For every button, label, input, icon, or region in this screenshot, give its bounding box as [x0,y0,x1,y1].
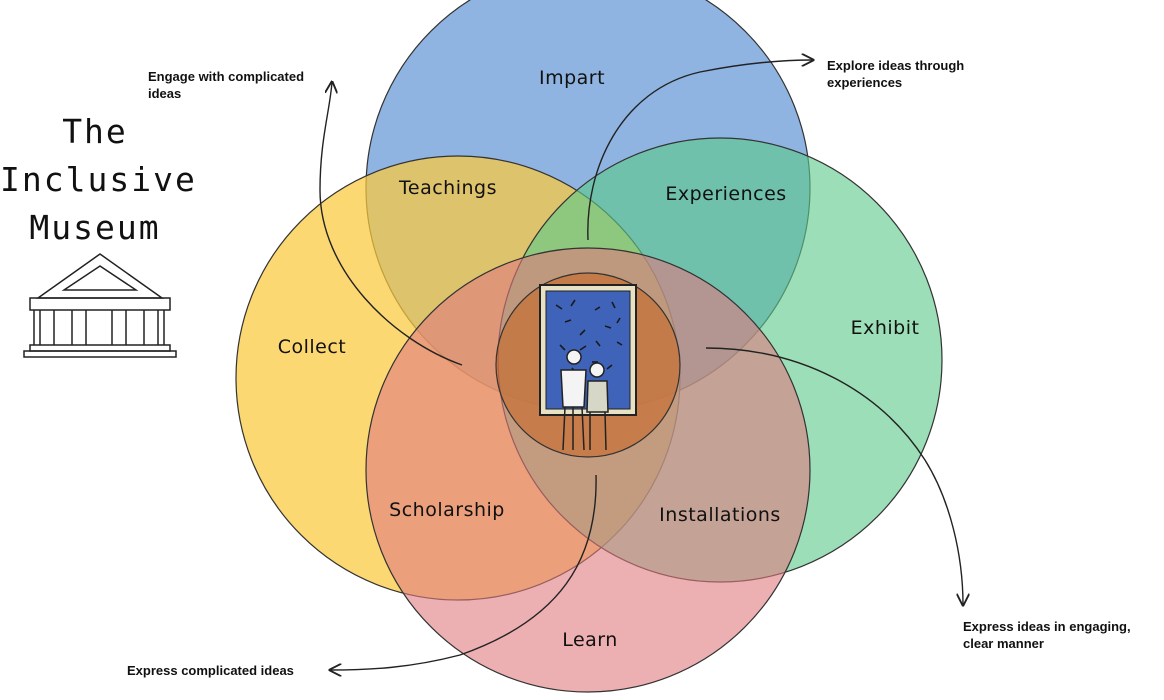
arrow-express-complicated [330,474,597,670]
annotation-explore: Explore ideas through experiences [827,57,964,91]
label-teachings: Teachings [399,177,497,199]
annotation-engage-line1: Engage with complicated [148,69,305,84]
label-impart: Impart [538,67,606,89]
label-installations: Installations [659,504,781,526]
label-collect: Collect [277,336,347,358]
title-line-2: Inclusive [0,160,197,199]
annotation-express-engaging-line2: clear manner [963,636,1044,651]
label-experiences: Experiences [665,183,787,205]
label-learn: Learn [562,629,618,651]
title-line-3: Museum [29,208,161,247]
annotation-express-engaging-line1: Express ideas in engaging, [963,619,1131,634]
annotation-engage: Engage with complicated ideas [148,68,304,102]
label-exhibit: Exhibit [850,317,920,339]
annotation-explore-line1: Explore ideas through [827,58,965,73]
annotation-explore-line2: experiences [827,75,903,90]
museum-building-icon [23,253,177,358]
annotation-engage-line2: ideas [148,86,182,101]
painting-viewers-icon [539,284,637,451]
arrow-engage [319,82,463,366]
title-line-1: The [62,112,128,151]
circle-learn [365,247,811,693]
annotation-express-complicated: Express complicated ideas [127,662,294,679]
label-scholarship: Scholarship [389,499,505,521]
annotation-express-complicated-line1: Express complicated ideas [127,663,294,678]
annotation-express-engaging: Express ideas in engaging, clear manner [963,618,1131,652]
arrow-express-engaging [705,347,963,605]
arrow-explore [587,60,813,241]
